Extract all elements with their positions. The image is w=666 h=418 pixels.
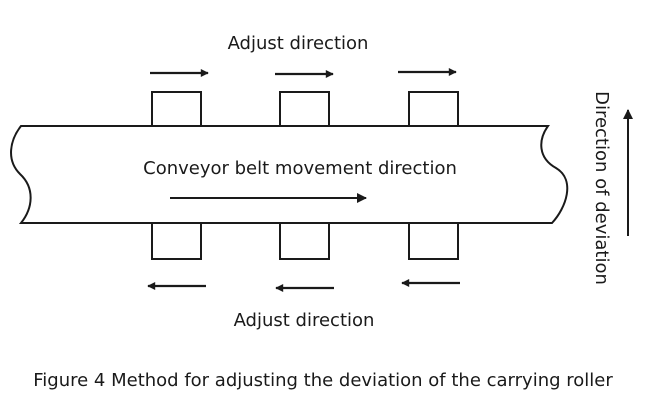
top-adjust-arrows — [150, 68, 457, 78]
bottom-adjust-arrows — [147, 279, 460, 292]
top-roller-3 — [408, 91, 459, 129]
conveyor-belt — [10, 125, 569, 224]
bottom-roller-2 — [279, 218, 330, 260]
top-roller-2 — [279, 91, 330, 129]
figure-caption: Figure 4 Method for adjusting the deviat… — [33, 370, 613, 391]
bottom-roller-1 — [151, 218, 202, 260]
top-rollers — [151, 91, 459, 129]
bottom-roller-3 — [408, 218, 459, 260]
bottom-rollers — [151, 218, 459, 260]
top-roller-1 — [151, 91, 202, 129]
top-adjust-direction-label: Adjust direction — [228, 33, 369, 54]
bottom-adjust-direction-label: Adjust direction — [234, 310, 375, 331]
belt-movement-label: Conveyor belt movement direction — [143, 158, 457, 179]
deviation-direction-label: Direction of deviation — [591, 91, 612, 285]
